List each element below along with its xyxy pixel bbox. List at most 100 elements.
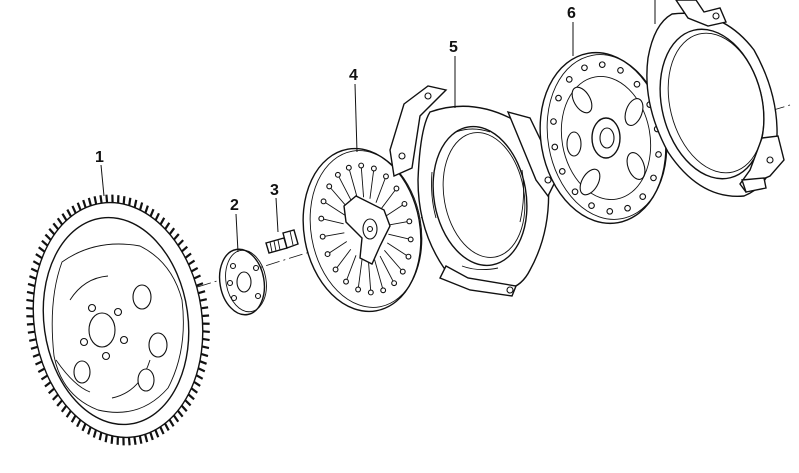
flywheel-inner-rim: [42, 216, 190, 426]
pressure-plate-mount-bottom: [439, 265, 517, 297]
flywheel-tooth: [180, 404, 188, 413]
flywheel-tooth: [177, 239, 184, 247]
flywheel-tooth: [193, 380, 201, 387]
bolt-head-face: [289, 230, 294, 246]
bolt-thread: [269, 239, 281, 253]
pressure-plate-opening: [432, 125, 528, 267]
clutch-disc-rivet: [319, 233, 326, 240]
drive-plate-bolt-hole: [558, 168, 566, 175]
flywheel-tooth: [52, 222, 59, 231]
flywheel-tooth: [81, 423, 87, 432]
flywheel-tooth: [56, 399, 63, 407]
clutch-disc-rivet: [406, 218, 413, 225]
drive-plate-window-1: [571, 86, 593, 114]
pressure-plate-slot-2: [431, 171, 437, 219]
flywheel-tooth: [70, 415, 77, 423]
flywheel-hole-4: [73, 360, 91, 384]
flywheel-web-1: [69, 275, 109, 301]
clutch-disc-rivet: [358, 162, 365, 169]
flywheel-tooth: [71, 205, 77, 214]
drive-plate-window-4: [579, 168, 601, 196]
clutch-disc-spring: [384, 250, 404, 272]
flywheel-tooth: [133, 436, 137, 445]
clutch-disc-rivet: [393, 185, 400, 192]
flywheel-tooth: [201, 345, 210, 350]
flywheel-tooth: [61, 213, 68, 221]
pressure-plate-slot-1: [455, 128, 491, 133]
clutch-disc-spring: [327, 241, 348, 255]
bolt-shank: [265, 237, 288, 254]
drive-plate-bolt-hole: [551, 143, 559, 151]
flywheel-tooth: [144, 434, 149, 443]
flywheel-tooth: [149, 208, 155, 217]
clutch-disc-spring: [357, 259, 363, 290]
cover-ring-tab-top: [675, 0, 727, 27]
flywheel-tooth: [110, 435, 114, 444]
leader-3: [275, 197, 279, 233]
flywheel-tooth: [133, 199, 138, 208]
flywheel-tooth: [65, 410, 72, 418]
flywheel-tooth: [87, 197, 92, 206]
cover-ring-tab-bottom: [741, 177, 767, 193]
flywheel-tooth: [28, 338, 37, 342]
part-spacer-plate: [218, 248, 267, 316]
flywheel-tooth: [35, 360, 43, 366]
clutch-disc-spring: [335, 248, 352, 270]
flywheel-tooth: [138, 435, 143, 444]
drive-plate-bolt-hole: [555, 94, 562, 102]
flywheel-tooth: [128, 197, 132, 206]
clutch-disc-spring: [387, 220, 410, 226]
clutch-disc-spring: [369, 168, 375, 199]
pressure-plate-slot-3: [519, 169, 525, 223]
flywheel-tooth: [200, 352, 209, 358]
clutch-disc-rivet: [383, 173, 389, 180]
clutch-disc-hub-rivet: [366, 225, 374, 233]
pressure-plate-mount-hole-2: [398, 152, 406, 160]
flywheel-tooth: [190, 266, 199, 273]
clutch-disc-spring: [375, 176, 387, 203]
flywheel-tooth: [202, 330, 210, 334]
flywheel-tooth: [47, 387, 55, 395]
drive-plate-inner: [560, 76, 652, 200]
flywheel-tooth: [184, 252, 192, 259]
flywheel-web-3: [55, 359, 91, 393]
flywheel-face: [51, 243, 184, 413]
drive-plate-bolt-hole: [598, 61, 606, 69]
flywheel-tooth: [44, 381, 52, 388]
flywheel-tooth: [104, 434, 108, 443]
clutch-disc-spring: [380, 188, 397, 210]
drive-plate-bolt-hole: [617, 67, 624, 74]
spacer-plate-bore: [236, 271, 252, 293]
flywheel-tooth: [190, 387, 198, 394]
callout-3: 3: [270, 182, 279, 199]
drive-plate-bolt-hole: [639, 193, 647, 200]
flywheel-tooth: [32, 260, 41, 266]
flywheel-tooth: [87, 426, 92, 435]
clutch-disc-spring: [322, 232, 345, 238]
flywheel-tooth: [193, 274, 201, 280]
drive-plate-bolt-hole: [633, 80, 641, 88]
flywheel-bolt-3: [119, 335, 129, 345]
flywheel-tooth: [52, 393, 59, 401]
flywheel-tooth: [168, 419, 175, 427]
callout-2: 2: [230, 197, 239, 214]
clutch-disc-spring: [374, 259, 384, 291]
clutch-disc-rivet: [399, 268, 406, 275]
flywheel-tooth: [99, 195, 103, 204]
flywheel-tooth: [32, 353, 41, 358]
clutch-disc-rivet: [332, 266, 339, 273]
pressure-plate-slot-4: [461, 265, 499, 271]
drive-plate-bolt-hole: [606, 207, 614, 215]
flywheel-tooth: [26, 306, 34, 310]
flywheel-tooth: [159, 217, 166, 225]
flywheel-tooth: [56, 217, 64, 226]
clutch-disc-spring: [388, 233, 411, 240]
clutch-disc-rivet: [343, 278, 349, 285]
flywheel-teeth: [26, 194, 210, 446]
spacer-plate-hole-1: [229, 262, 237, 270]
flywheel-tooth: [44, 233, 52, 241]
spacer-plate-hole-2: [252, 264, 260, 272]
flywheel-tooth: [164, 422, 170, 431]
spacer-plate-hole-3: [254, 292, 262, 300]
part-flywheel: [26, 194, 210, 446]
